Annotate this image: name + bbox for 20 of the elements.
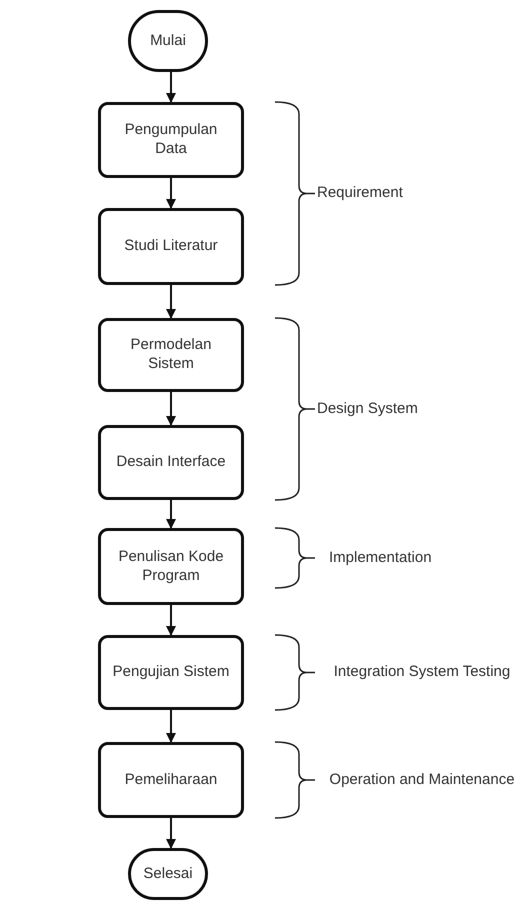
process-box: Pengujian Sistem [98,635,244,710]
arrow [166,392,176,426]
phase-label: Operation and Maintenance [328,770,516,790]
arrow [166,605,176,636]
phase-label: Implementation [329,548,432,568]
arrow [166,72,176,103]
process-box: Penulisan Kode Program [98,528,244,605]
process-box: Permodelan Sistem [98,318,244,392]
arrow [166,818,176,849]
process-box: Pengumpulan Data [98,102,244,178]
process-box: Pemeliharaan [98,742,244,818]
arrow [166,178,176,209]
phase-label: Requirement [317,184,403,203]
arrow [166,500,176,529]
arrow [166,285,176,319]
phase-label: Design System [317,400,418,418]
process-box: Studi Literatur [98,208,244,285]
arrow [166,710,176,743]
phase-label: Integration System Testing [332,663,512,682]
process-box: Desain Interface [98,425,244,500]
